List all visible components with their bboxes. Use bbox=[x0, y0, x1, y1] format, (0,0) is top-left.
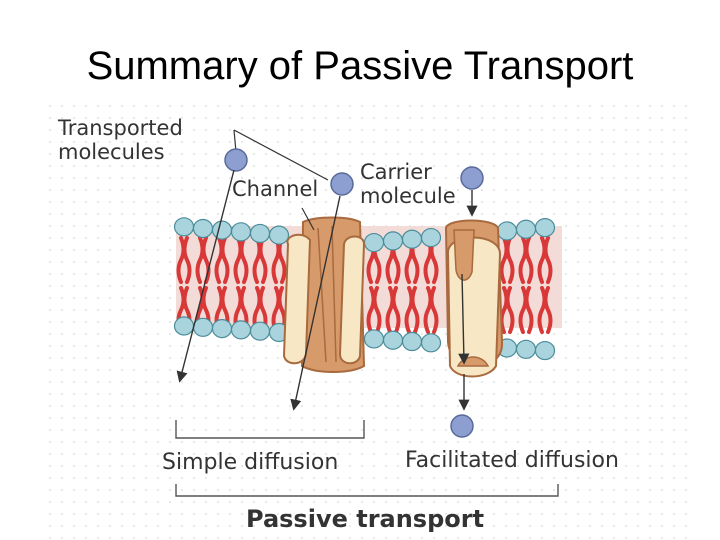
label-facilitated-diffusion: Facilitated diffusion bbox=[405, 448, 619, 473]
phospholipid-head bbox=[192, 218, 214, 239]
phospholipid-head bbox=[496, 221, 518, 241]
lipid-tail bbox=[524, 236, 534, 334]
phospholipid-head bbox=[192, 317, 214, 337]
phospholipid-head bbox=[401, 229, 423, 249]
passive-transport-bracket bbox=[175, 484, 559, 497]
phospholipid-head bbox=[230, 222, 252, 242]
phospholipid-head bbox=[420, 227, 442, 248]
phospholipid-head bbox=[382, 231, 404, 251]
molecule-carrier-top bbox=[460, 166, 484, 190]
label-transported-molecules-text: Transported molecules bbox=[58, 116, 183, 164]
phospholipid-head bbox=[173, 316, 195, 336]
passive-transport-diagram: Transported molecules Channel Carrier mo… bbox=[48, 104, 688, 540]
simple-diffusion-bracket bbox=[175, 420, 365, 439]
phospholipid-head bbox=[401, 331, 423, 352]
transported-molecules bbox=[224, 148, 484, 438]
phospholipid-head bbox=[534, 217, 556, 238]
molecule-carrier-bottom bbox=[450, 414, 474, 438]
phospholipid-head bbox=[230, 320, 252, 340]
phospholipid-head bbox=[515, 339, 537, 359]
phospholipid-head bbox=[515, 219, 537, 239]
phospholipid-head bbox=[363, 329, 385, 349]
label-carrier-molecule: Carrier molecule bbox=[360, 160, 456, 208]
phospholipid-head bbox=[249, 321, 271, 341]
diffusion-arrows bbox=[176, 169, 478, 411]
diagram-artwork bbox=[48, 104, 688, 540]
phospholipid-head bbox=[534, 340, 556, 361]
carrier-protein bbox=[444, 219, 504, 378]
label-carrier-molecule-text: Carrier molecule bbox=[360, 160, 456, 208]
phospholipid-head bbox=[211, 318, 233, 339]
brackets bbox=[175, 420, 559, 497]
molecule-simple-top bbox=[224, 148, 248, 172]
label-transported-molecules: Transported molecules bbox=[58, 116, 183, 164]
phospholipid-head bbox=[420, 333, 442, 353]
label-channel: Channel bbox=[232, 177, 319, 201]
label-passive-transport: Passive transport bbox=[246, 505, 485, 533]
phospholipid-head bbox=[363, 232, 385, 253]
molecule-channel-top bbox=[330, 172, 354, 196]
lipid-tail bbox=[543, 236, 553, 334]
phospholipid-head bbox=[268, 225, 290, 245]
phospholipid-head bbox=[211, 220, 233, 240]
label-simple-diffusion: Simple diffusion bbox=[162, 450, 339, 475]
phospholipid-head bbox=[173, 217, 195, 237]
phospholipid-heads bbox=[173, 217, 556, 361]
phospholipid-head bbox=[382, 330, 404, 350]
channel-protein bbox=[282, 216, 366, 373]
slide-title: Summary of Passive Transport bbox=[86, 44, 634, 88]
lipid-tail bbox=[505, 236, 515, 334]
phospholipid-head bbox=[249, 223, 271, 244]
